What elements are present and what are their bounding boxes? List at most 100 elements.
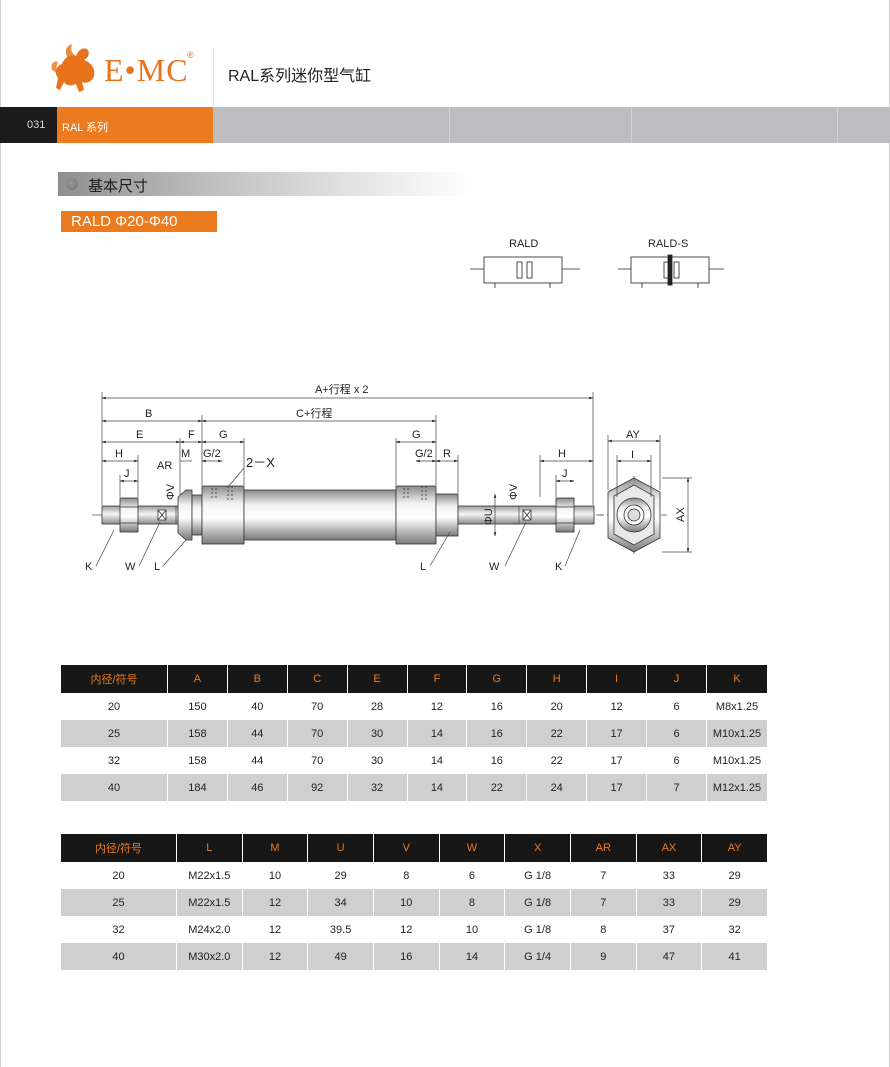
table-cell: 12 [241, 889, 309, 916]
table-cell: 6 [646, 693, 707, 720]
table-cell: 32 [60, 747, 168, 774]
table-cell: 16 [466, 693, 528, 720]
band-separator [449, 107, 450, 143]
table-cell: G 1/8 [504, 889, 571, 916]
table-header-cell: X [504, 834, 571, 862]
dim-k-right: K [555, 561, 563, 573]
table-header-cell: L [176, 834, 243, 862]
table-cell: 14 [406, 720, 468, 747]
table-cell: 16 [466, 720, 528, 747]
table-cell: 30 [346, 747, 408, 774]
table-cell: 22 [466, 774, 528, 801]
table-cell: 20 [60, 693, 168, 720]
dimension-drawing: RALD RALD-S [85, 238, 724, 573]
table-cell: 44 [226, 747, 288, 774]
registered-mark: ® [187, 50, 194, 60]
table-cell: M24x2.0 [176, 916, 243, 943]
table-cell: 184 [167, 774, 228, 801]
table-cell: 20 [60, 862, 177, 889]
page-title: RAL系列迷你型气缸 [228, 68, 372, 85]
table-cell: 17 [586, 747, 647, 774]
dim-g-left: G [219, 429, 228, 441]
table-cell: 6 [646, 747, 707, 774]
dimension-table-a-k: 内径/符号 A B C E F G H I J K 20 150 40 70 2… [60, 665, 768, 801]
table-cell: G 1/8 [504, 916, 571, 943]
dim-b: B [145, 408, 152, 420]
table-header-cell: G [466, 665, 528, 693]
dim-g-right: G [412, 429, 421, 441]
table-row: 40 M30x2.0 12 49 16 14 G 1/4 9 47 41 [60, 943, 768, 970]
table-cell: 33 [635, 862, 703, 889]
table-cell: 12 [586, 693, 647, 720]
table-row: 20 150 40 70 28 12 16 20 12 6 M8x1.25 [60, 693, 768, 720]
table-cell: 6 [646, 720, 707, 747]
section-bar [58, 172, 473, 196]
table-header-cell: AY [701, 834, 768, 862]
table-cell: 8 [438, 889, 506, 916]
page-number-block [0, 107, 57, 143]
dim-ay: AY [626, 429, 641, 441]
table-header-cell: V [372, 834, 440, 862]
table-cell: 41 [701, 943, 768, 970]
table-cell: 158 [167, 720, 228, 747]
dim-i: I [631, 449, 634, 461]
table-row: 40 184 46 92 32 14 22 24 17 7 M12x1.25 [60, 774, 768, 801]
dim-m: M [181, 448, 190, 460]
table-cell: 22 [526, 720, 588, 747]
table-cell: 12 [241, 916, 309, 943]
section-title: 基本尺寸 [88, 178, 149, 195]
dim-a-stroke: A+行程 x 2 [315, 383, 369, 396]
table-header-cell: A [167, 665, 228, 693]
table-header-cell: K [706, 665, 768, 693]
table-cell: 32 [346, 774, 408, 801]
table-cell: 70 [286, 747, 348, 774]
table-cell: 16 [372, 943, 440, 970]
dimension-table-l-ay: 内径/符号 L M U V W X AR AX AY 20 M22x1.5 10… [60, 834, 768, 970]
table-cell: G 1/4 [504, 943, 571, 970]
dim-k-left: K [85, 561, 93, 573]
table-cell: 44 [226, 720, 288, 747]
table-header-row: 内径/符号 L M U V W X AR AX AY [60, 834, 768, 862]
table-cell: 17 [586, 720, 647, 747]
table-cell: M10x1.25 [706, 720, 768, 747]
table-header-row: 内径/符号 A B C E F G H I J K [60, 665, 768, 693]
table-cell: 33 [635, 889, 703, 916]
table-cell: 24 [526, 774, 588, 801]
dim-v-left: ΦV [165, 483, 177, 500]
table-cell: 49 [307, 943, 374, 970]
table-header-cell: H [526, 665, 588, 693]
rald-label: RALD [509, 238, 538, 250]
table-cell: 14 [406, 774, 468, 801]
table-cell: 39.5 [307, 916, 374, 943]
header-divider [213, 48, 214, 106]
logo-wordmark: E•MC [104, 52, 189, 88]
dim-e: E [136, 429, 143, 441]
dim-r: R [443, 448, 451, 460]
band-separator [631, 107, 632, 143]
dim-v-right: ΦV [508, 483, 520, 500]
dim-j-right: J [562, 468, 568, 480]
table-cell: 14 [438, 943, 506, 970]
table-cell: 46 [226, 774, 288, 801]
dim-j-left: J [124, 468, 130, 480]
table-cell: 12 [372, 916, 440, 943]
table-header-cell: F [406, 665, 468, 693]
table-cell: 10 [372, 889, 440, 916]
table-cell: 7 [646, 774, 707, 801]
model-label: RALD Φ20-Φ40 [71, 213, 178, 230]
rald-s-sketch [618, 254, 724, 288]
table-cell: 8 [372, 862, 440, 889]
table-cell: 29 [307, 862, 374, 889]
table-cell: 40 [60, 943, 177, 970]
table-cell: M22x1.5 [176, 862, 243, 889]
dim-x-port: 2－X [246, 455, 275, 470]
page-edge-left [0, 0, 1, 1067]
table-cell: M30x2.0 [176, 943, 243, 970]
table-header-cell: 内径/符号 [60, 665, 168, 693]
dim-f: F [188, 429, 195, 441]
table-cell: 92 [286, 774, 348, 801]
table-cell: 22 [526, 747, 588, 774]
table-row: 32 M24x2.0 12 39.5 12 10 G 1/8 8 37 32 [60, 916, 768, 943]
rald-s-label: RALD-S [648, 238, 688, 250]
dim-h-left: H [115, 448, 123, 460]
